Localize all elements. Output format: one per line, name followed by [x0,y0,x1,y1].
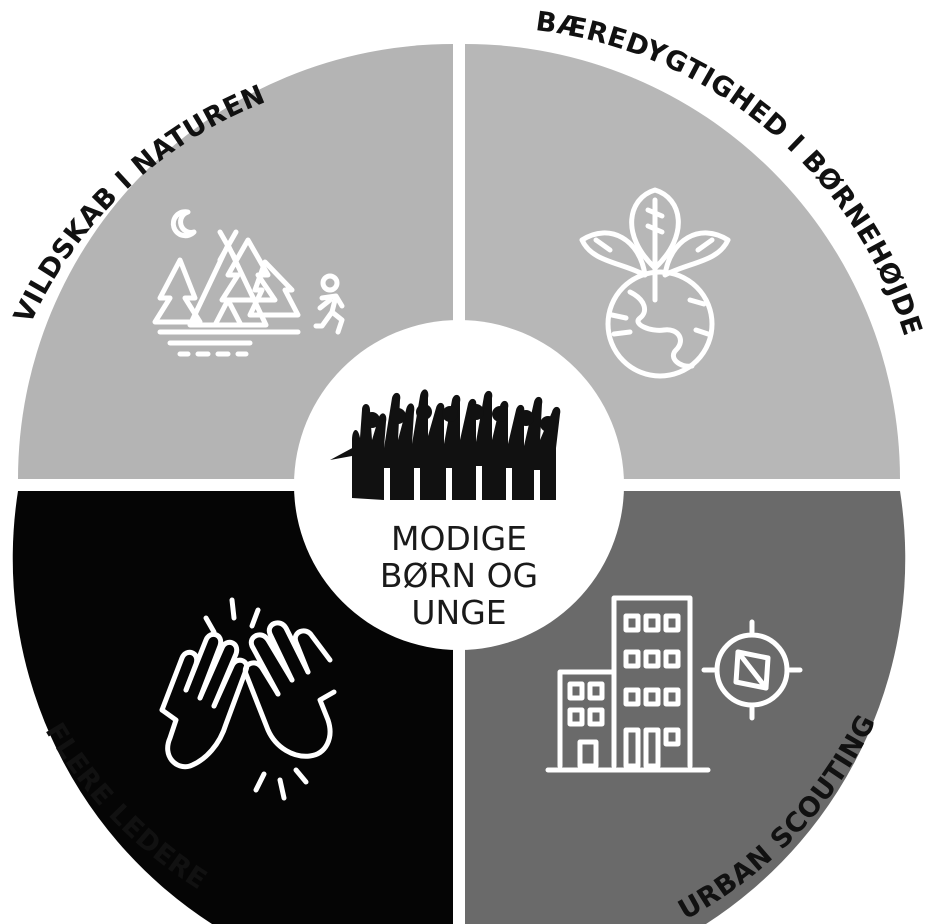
city-compass-icon [545,595,803,773]
center-title-line-3: UNGE [411,593,506,632]
cheering-crowd-silhouette [330,389,561,500]
high-five-icon [159,597,337,801]
center-title-line-2: BØRN OG [380,556,538,595]
plant-globe-icon [579,187,731,379]
center-title-line-1: MODIGE [391,519,527,558]
campsite-icon [152,209,345,357]
